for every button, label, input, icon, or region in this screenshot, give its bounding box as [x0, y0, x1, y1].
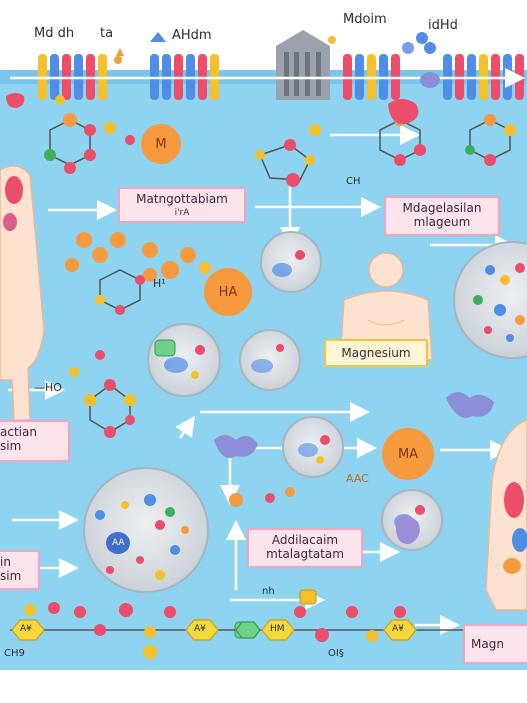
cell-label-aa: AA: [112, 538, 125, 548]
label-box-6-line1: Addilacaim: [271, 533, 339, 547]
label-box-2-line1: Mdagelasilan: [402, 201, 482, 215]
label-ho: —HO: [34, 381, 62, 394]
top-label-left-b: ta: [100, 26, 114, 41]
node-m: M: [141, 124, 181, 164]
label-box-4-line1: actian: [0, 425, 37, 439]
label-box-7: Magn: [463, 624, 527, 664]
label-box-5-line2: sim: [0, 569, 22, 583]
label-box-1: Matngottabiam i'rA: [118, 187, 246, 223]
label-box-1-sub: i'rA: [174, 208, 190, 218]
hexagon-shapes: [11, 619, 417, 641]
right-body-figure: [485, 419, 527, 611]
hex-label-3: HM: [270, 624, 285, 634]
label-box-magnesium: Magnesium: [324, 339, 428, 367]
hex-label-1: A¥: [20, 624, 32, 634]
label-box-5-line1: in: [0, 555, 11, 569]
top-label-left: Md dh: [34, 26, 75, 41]
label-box-2-line2: mlageum: [413, 215, 471, 229]
top-label-mid: AHdm: [172, 28, 212, 43]
node-ha: HA: [204, 268, 252, 316]
label-ch: CH: [346, 176, 361, 187]
enzyme-shapes: [214, 72, 494, 545]
label-box-4: actian sim: [0, 420, 70, 462]
label-box-2: Mdagelasilan mlageum: [384, 196, 500, 236]
atoms: [24, 95, 516, 659]
node-ma: MA: [382, 428, 434, 480]
top-label-right1: Mdoim: [343, 12, 387, 27]
label-box-6: Addilacaim mtalagtatam: [247, 528, 363, 568]
label-oi: OI§: [328, 648, 344, 659]
label-ch9: CH9: [4, 648, 25, 659]
label-nh: nh: [262, 586, 275, 597]
hex-label-2: A¥: [194, 624, 206, 634]
label-box-4-line2: sim: [0, 439, 22, 453]
label-box-1-text: Matngottabiam: [136, 192, 228, 206]
top-label-right2: idHd: [428, 18, 458, 33]
hex-label-4: A¥: [392, 624, 404, 634]
label-box-6-line2: mtalagtatam: [266, 547, 344, 561]
label-ac: AAC: [346, 472, 369, 485]
label-h1: H¹: [153, 277, 166, 290]
label-box-5: in sim: [0, 550, 40, 590]
left-body-figure: [0, 165, 45, 421]
cells: [83, 231, 527, 593]
